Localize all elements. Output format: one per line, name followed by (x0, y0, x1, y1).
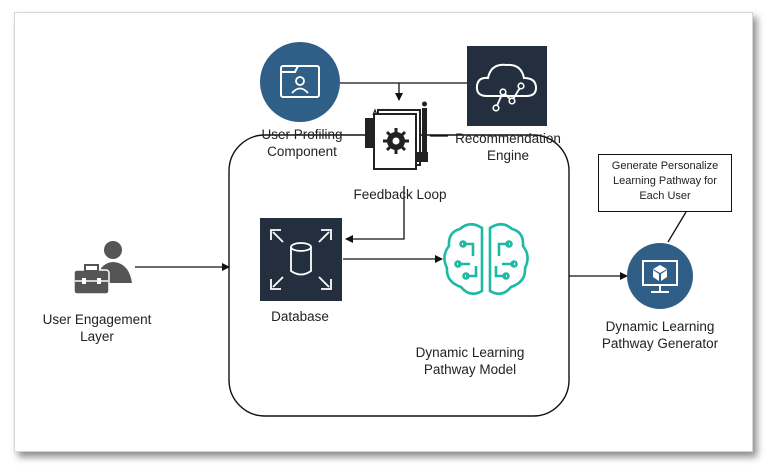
recommendation-engine-label-line1: Recommendation (455, 131, 561, 146)
user-briefcase-icon (73, 241, 132, 295)
recommendation-engine-label-line2: Engine (486, 148, 530, 163)
feedback-to-database-arrow (345, 186, 405, 243)
generator-to-callout-line (667, 211, 687, 243)
connectors (135, 82, 687, 280)
monitor-cube-icon (627, 243, 693, 309)
generator-label-line2: Pathway Generator (601, 336, 719, 351)
model-label-line1: Dynamic Learning (415, 345, 525, 360)
user-profiling-label: User Profiling Component (252, 126, 352, 160)
recommendation-engine-label: Recommendation Engine (448, 130, 568, 164)
model-label-line2: Pathway Model (423, 362, 517, 377)
callout-box: Generate Personalize Learning Pathway fo… (598, 154, 732, 212)
user-engagement-label-line2: Layer (80, 329, 114, 344)
feedback-loop-label: Feedback Loop (353, 187, 447, 202)
user-profiling-label-line2: Component (267, 144, 337, 159)
generator-label: Dynamic Learning Pathway Generator (590, 318, 730, 352)
callout-line1: Generate Personalize (611, 160, 719, 172)
database-icon (260, 218, 342, 301)
diagram-frame (14, 12, 753, 452)
model-label: Dynamic Learning Pathway Model (400, 344, 540, 378)
user-engagement-label-line1: User Engagement (42, 312, 152, 327)
callout-line3: Each User (639, 190, 691, 202)
user-profiling-label-line1: User Profiling (261, 127, 343, 142)
user-engagement-label: User Engagement Layer (32, 311, 162, 345)
cloud-network-icon (467, 46, 547, 126)
folder-user-icon (260, 42, 340, 122)
callout-line2: Learning Pathway for (613, 175, 717, 187)
document-gear-icon (365, 101, 428, 170)
generator-label-line1: Dynamic Learning (605, 319, 715, 334)
database-label: Database (271, 309, 329, 324)
brain-circuit-icon (443, 222, 529, 296)
